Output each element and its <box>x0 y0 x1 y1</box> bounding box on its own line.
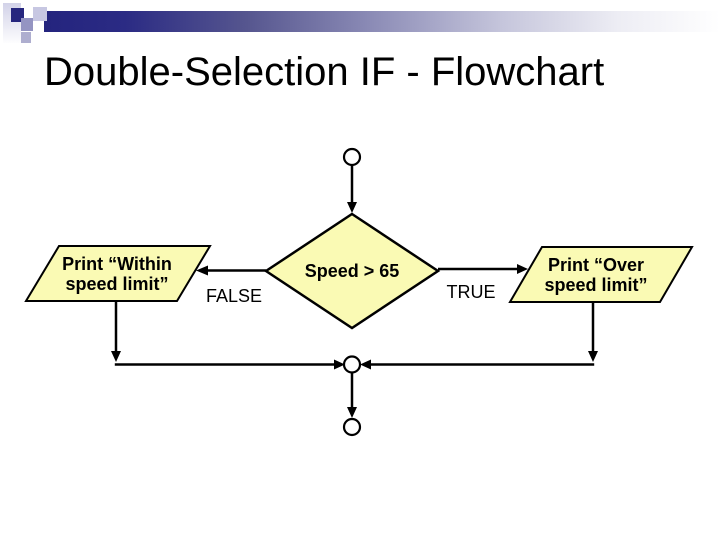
true-label: TRUE <box>447 282 496 302</box>
arrowhead-into-merge-left <box>334 359 345 370</box>
output-over-parallelogram <box>508 246 694 303</box>
end-connector-circle <box>342 417 362 437</box>
start-connector-circle <box>342 147 362 167</box>
slide-title: Double-Selection IF - Flowchart <box>44 50 605 94</box>
arrowhead-into-decision <box>347 202 357 213</box>
merge-connector-circle <box>342 355 362 374</box>
decor-square-lightblue <box>33 7 47 21</box>
arrowhead-within-down <box>111 351 121 362</box>
output-within-line-2: speed limit” <box>65 274 168 294</box>
arrowhead-into-within-output <box>196 265 208 276</box>
decor-square-navy <box>11 8 24 22</box>
decision-label: Speed > 65 <box>305 261 400 281</box>
arrowhead-into-over-output <box>517 264 528 274</box>
decor-square-slate <box>21 18 33 31</box>
arrowhead-into-merge-right <box>360 359 371 370</box>
header-gradient-bar <box>44 11 720 32</box>
decor-square-small <box>21 32 31 43</box>
output-over-line-2: speed limit” <box>544 275 647 295</box>
false-label: FALSE <box>206 286 262 306</box>
arrowhead-over-down <box>588 351 598 362</box>
decision-diamond <box>263 212 441 330</box>
output-within-line-1: Print “Within <box>62 254 172 274</box>
output-over-line-1: Print “Over <box>548 255 644 275</box>
output-within-parallelogram <box>24 245 212 302</box>
arrowhead-into-end <box>347 407 357 418</box>
